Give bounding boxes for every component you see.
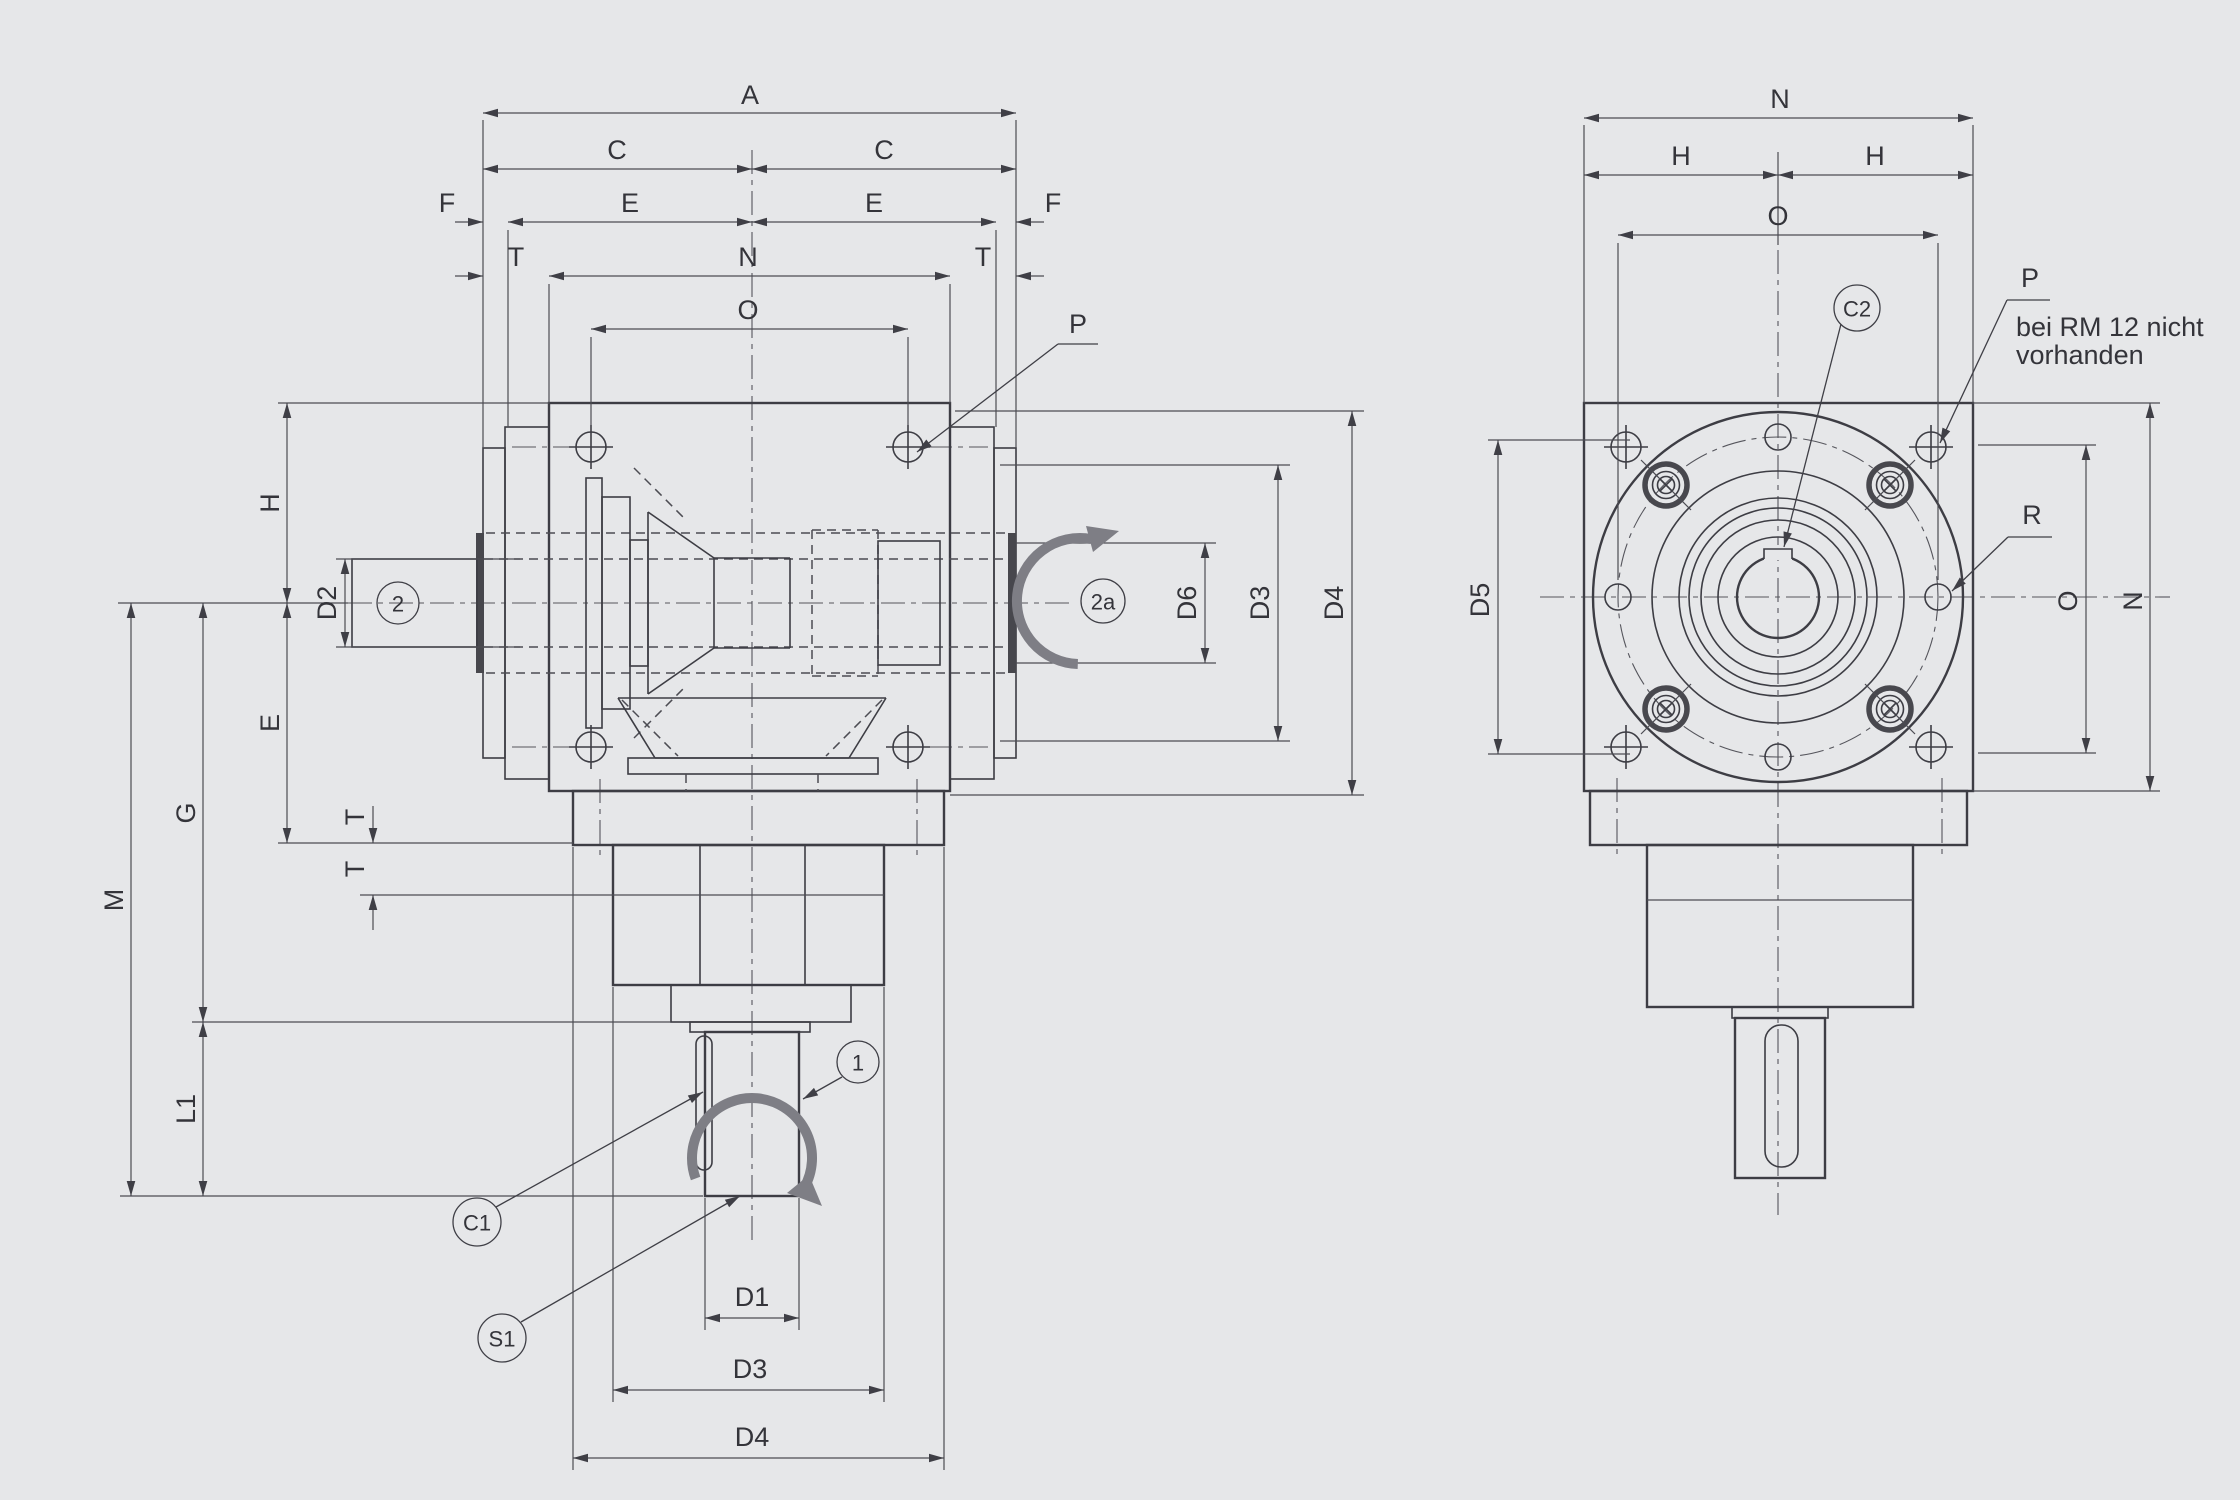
dim-label-d3-bottom: D3 (733, 1354, 768, 1384)
dim-label-l1: L1 (171, 1094, 201, 1124)
dim-label-o: O (737, 295, 758, 325)
dim-label-h: H (255, 493, 285, 513)
callout-circle-2a (1080, 578, 1126, 624)
corner-screw-icon (1604, 425, 1953, 769)
right-view-callouts: C2 P bei RM 12 nicht vorhanden R (1783, 263, 2204, 592)
bolt-circle (1617, 436, 1939, 758)
rotation-arrow-1-icon (687, 1093, 818, 1191)
dim-label-f-right: F (1045, 188, 1062, 218)
dim-label-t-left: T (508, 242, 525, 272)
callout-circle-1 (836, 1040, 880, 1084)
left-view-extension-lines (120, 120, 1364, 1470)
right-view-dimension-lines (1493, 113, 2155, 791)
dim-label-a: A (741, 80, 759, 110)
callout-circle-2 (376, 581, 420, 625)
right-view-body (1582, 401, 1975, 1180)
dim-label-d6: D6 (1172, 586, 1202, 621)
left-seal-bar (476, 533, 484, 673)
dim-label-n-top: N (1770, 84, 1790, 114)
callout-circle-c1 (452, 1197, 502, 1247)
right-view: N H H O D5 O N C2 P bei RM 12 nicht vorh… (1465, 84, 2204, 1215)
callout-label-p: P (1069, 309, 1087, 339)
dim-label-t-upper: T (340, 809, 370, 826)
right-view-extension-lines (1488, 125, 2160, 792)
left-view-dimension-lines (126, 108, 1357, 1463)
note-line-2: vorhanden (2016, 340, 2144, 370)
callout-label-p: P (2021, 263, 2039, 293)
dim-label-t-lower: T (340, 861, 370, 878)
dim-label-d4-bottom: D4 (735, 1422, 770, 1452)
dim-label-o-side: O (2053, 590, 2083, 611)
dim-label-d2: D2 (312, 586, 342, 621)
rotation-arrow-2a-icon (1011, 533, 1092, 669)
rotation-arrow-2a-head-icon (1086, 526, 1119, 552)
dim-label-t-right: T (975, 242, 992, 272)
dim-label-d4-side: D4 (1319, 586, 1349, 621)
bore-keyway-notch (1763, 548, 1793, 559)
left-view-callouts: 2 2a 1 C1 S1 P (376, 309, 1126, 1363)
callout-label-c2: C2 (1843, 297, 1871, 322)
dim-label-d5: D5 (1465, 583, 1495, 618)
dim-label-e-side: E (255, 714, 285, 732)
dim-label-d3-side: D3 (1245, 586, 1275, 621)
dim-label-o-top: O (1767, 201, 1788, 231)
corner-screw-icon (569, 425, 930, 769)
left-view: A C C F E E F T N T O H D2 E G M L1 T T … (99, 80, 1364, 1470)
flange-outer-circle (1591, 410, 1965, 784)
left-view-housing (351, 401, 1017, 1198)
socket-screw-icon (1640, 459, 1916, 735)
callout-circle-c2 (1833, 284, 1881, 332)
callout-label-2: 2 (392, 592, 404, 617)
dim-label-n: N (738, 242, 758, 272)
note-line-1: bei RM 12 nicht (2016, 312, 2204, 342)
dim-label-h-right: H (1865, 141, 1885, 171)
dim-label-m: M (99, 889, 129, 912)
callout-label-r: R (2022, 500, 2042, 530)
left-view-internals (484, 467, 1010, 791)
callout-label-s1: S1 (489, 1327, 516, 1352)
callout-label-2a: 2a (1091, 590, 1116, 615)
dim-label-n-side: N (2118, 591, 2148, 611)
rotation-arrow-1-head-icon (787, 1175, 822, 1206)
dim-label-d1: D1 (735, 1282, 770, 1312)
dim-label-g: G (171, 802, 201, 823)
dim-label-c-left: C (607, 135, 627, 165)
shaft-keyway-slot (1764, 1024, 1799, 1168)
bolt-hole-icon (1604, 423, 1952, 771)
callout-label-1: 1 (852, 1051, 864, 1076)
dim-label-f-left: F (439, 188, 456, 218)
callout-label-c1: C1 (463, 1211, 491, 1236)
dim-label-h-left: H (1671, 141, 1691, 171)
callout-circle-s1 (477, 1313, 527, 1363)
dim-label-c-right: C (874, 135, 894, 165)
dim-label-e-right: E (865, 188, 883, 218)
output-shaft (1733, 1016, 1827, 1180)
dim-label-e-left: E (621, 188, 639, 218)
